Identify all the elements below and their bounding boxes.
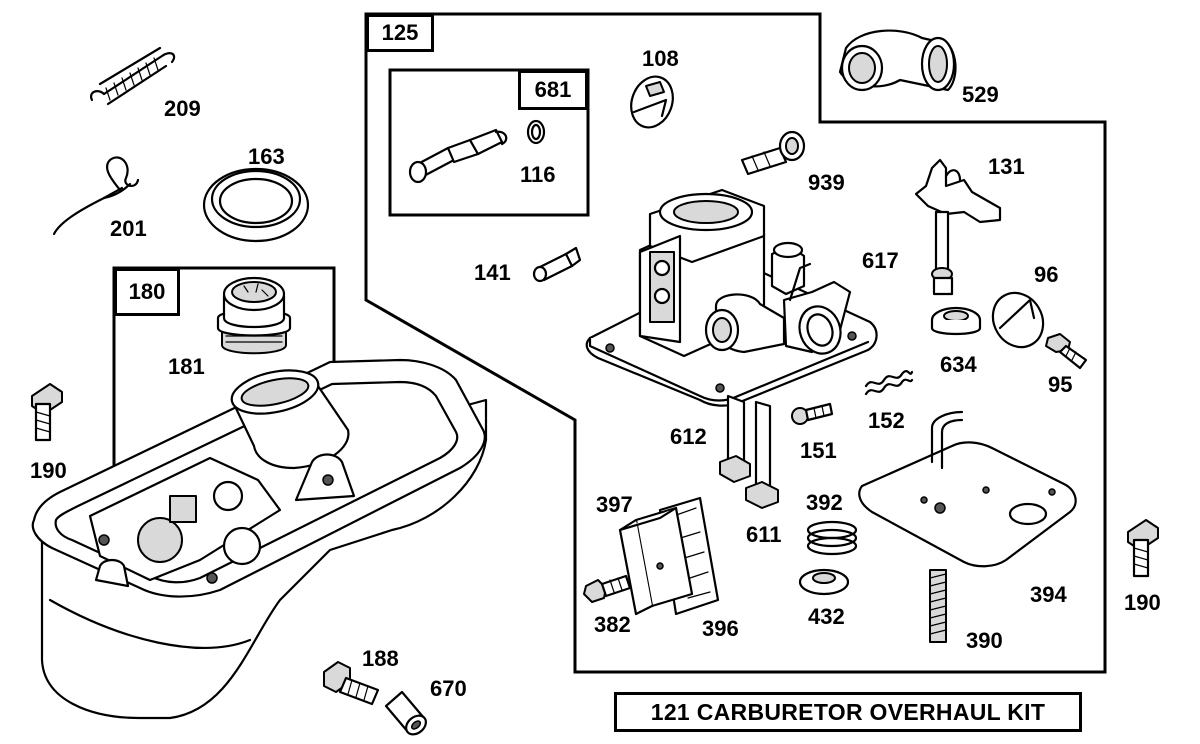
seal-634-drawing <box>930 306 982 336</box>
needle-valve-drawing <box>408 128 508 184</box>
part-label-529: 529 <box>962 82 999 107</box>
screw-382-drawing <box>583 574 632 603</box>
part-label-141: 141 <box>474 260 511 285</box>
part-939-drawing <box>740 130 806 176</box>
part-label-939: 939 <box>808 170 845 195</box>
gasket-163-drawing <box>202 167 310 243</box>
part-label-617: 617 <box>862 248 899 273</box>
inner-kit-frame <box>388 68 590 217</box>
part-label-612: 612 <box>670 424 707 449</box>
part-label-390: 390 <box>966 628 1003 653</box>
fuel-tank-180-drawing <box>31 358 488 720</box>
spring-201-drawing <box>52 156 140 236</box>
part-label-188: 188 <box>362 646 399 671</box>
part-label-151: 151 <box>800 438 837 463</box>
float-397-drawing <box>618 506 694 616</box>
part-label-190-left: 190 <box>30 458 67 483</box>
box-label-681: 681 <box>518 70 588 110</box>
part-label-181: 181 <box>168 354 205 379</box>
part-label-201: 201 <box>110 216 147 241</box>
throttle-plate-96-drawing <box>991 291 1045 349</box>
spring-152-drawing <box>864 370 914 396</box>
emulsion-tube-612-drawing <box>719 394 751 483</box>
part-label-382: 382 <box>594 612 631 637</box>
part-label-209: 209 <box>164 96 201 121</box>
part-label-392: 392 <box>806 490 843 515</box>
part-label-611: 611 <box>746 522 782 547</box>
fuel-cap-181-drawing <box>216 276 292 355</box>
carburetor-group-frame <box>364 12 1107 674</box>
part-label-95: 95 <box>1048 372 1073 397</box>
washer-432-drawing <box>798 568 850 596</box>
part-label-634: 634 <box>940 352 977 377</box>
carburetor-body-drawing <box>585 188 878 407</box>
bolt-190-right-drawing <box>1127 519 1159 578</box>
part-label-432: 432 <box>808 604 845 629</box>
pin-141-drawing <box>532 246 582 283</box>
box-label-180: 180 <box>114 268 180 316</box>
part-label-163: 163 <box>248 144 285 169</box>
throttle-131-drawing <box>914 158 1002 296</box>
elbow-529-drawing <box>838 29 957 92</box>
part-label-670: 670 <box>430 676 467 701</box>
tank-group-frame <box>112 266 336 480</box>
part-label-397: 397 <box>596 492 633 517</box>
bolt-190-left-drawing <box>31 383 63 442</box>
part-label-108: 108 <box>642 46 679 71</box>
box-label-125: 125 <box>366 14 434 52</box>
choke-shutter-108-drawing <box>630 75 674 129</box>
part-label-131: 131 <box>988 154 1025 179</box>
screw-151-drawing <box>791 402 834 425</box>
part-label-396: 396 <box>702 616 739 641</box>
spring-392-drawing <box>806 520 858 556</box>
spring-209-drawing <box>90 46 176 106</box>
sleeve-670-drawing <box>384 690 427 736</box>
spring-390-drawing <box>929 569 947 643</box>
screw-95-drawing <box>1045 333 1088 370</box>
fitting-188-drawing <box>323 661 380 706</box>
main-jet-611-drawing <box>745 400 779 509</box>
part-label-394: 394 <box>1030 582 1067 607</box>
o-ring-116-drawing <box>526 119 546 145</box>
part-label-190-right: 190 <box>1124 590 1161 615</box>
part-label-152: 152 <box>868 408 905 433</box>
part-label-116: 116 <box>520 162 556 187</box>
part-label-96: 96 <box>1034 262 1059 287</box>
carburetor-overhaul-kit-label: 121 CARBURETOR OVERHAUL KIT <box>614 692 1082 732</box>
diaphragm-394-drawing <box>858 410 1077 568</box>
